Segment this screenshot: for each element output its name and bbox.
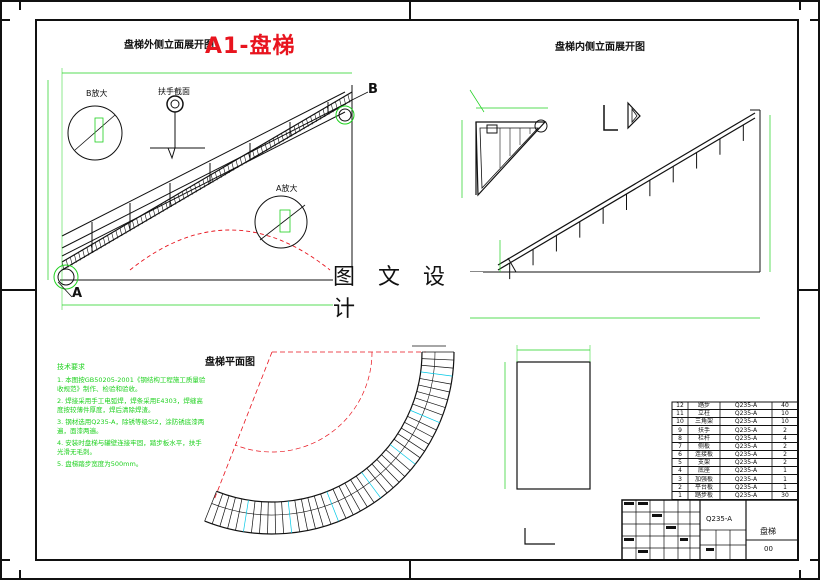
- table-cell-mat: Q235-A: [734, 442, 758, 450]
- table-cell-mat: Q235-A: [734, 483, 758, 491]
- table-cell-name: 踏步板: [694, 491, 713, 499]
- inner-elevation-view: [461, 89, 771, 319]
- table-cell-mat: Q235-A: [734, 418, 758, 426]
- notes-heading: 技术要求: [57, 363, 85, 371]
- table-cell-no: 1: [678, 491, 682, 499]
- table-cell-mat: Q235-A: [734, 491, 758, 499]
- table-cell-no: 11: [676, 410, 684, 418]
- table-cell-name: 三角架: [694, 418, 713, 426]
- inner-view-title: 盘梯内侧立面展开图: [555, 42, 645, 53]
- table-cell-name: 扶手: [697, 426, 710, 434]
- note-line: 1. 本图按GB50205-2001《钢结构工程施工质量验收规范》制作、检验和验…: [57, 376, 206, 393]
- side-plate-view: [504, 345, 591, 545]
- table-cell-qty: 1: [783, 467, 787, 475]
- table-cell-no: 10: [676, 418, 684, 426]
- table-cell-qty: 30: [781, 491, 789, 499]
- table-cell-name: 侧板: [697, 442, 710, 450]
- table-cell-no: 7: [678, 442, 682, 450]
- table-cell-no: 3: [678, 475, 682, 483]
- plan-view: [204, 345, 455, 535]
- label-b: B: [368, 82, 378, 97]
- watermark-text: 图 文 设 计: [333, 265, 483, 322]
- note-line: 4. 安装时盘梯与罐壁连接牢固，踏步板水平，扶手光滑无毛刺。: [57, 439, 202, 456]
- table-row: 2 平台板 Q235-A 1: [672, 484, 798, 492]
- title-block-material: Q235-A: [706, 515, 733, 523]
- table-cell-qty: 10: [781, 418, 789, 426]
- table-cell-mat: Q235-A: [734, 451, 758, 458]
- table-row: 5 支架 Q235-A 2: [672, 459, 798, 468]
- table-cell-no: 2: [678, 483, 682, 491]
- table-cell-mat: Q235-A: [734, 410, 758, 418]
- table-cell-qty: 2: [783, 442, 787, 450]
- table-row: 7 侧板 Q235-A 2: [672, 443, 798, 451]
- table-row: 10 三角架 Q235-A 10: [672, 418, 798, 427]
- table-cell-no: 12: [676, 402, 684, 409]
- table-cell-name: 加强板: [694, 475, 713, 483]
- table-row: 4 底座 Q235-A 1: [672, 467, 798, 476]
- outer-elevation-view: [47, 68, 369, 310]
- table-cell-mat: Q235-A: [734, 467, 758, 475]
- table-cell-qty: 1: [783, 475, 787, 483]
- rail-section-caption: 扶手截面: [158, 87, 190, 96]
- table-cell-qty: 40: [781, 402, 789, 409]
- table-cell-qty: 2: [783, 451, 787, 458]
- detail-b-caption: B放大: [86, 89, 108, 98]
- table-cell-no: 6: [678, 451, 682, 458]
- table-cell-mat: Q235-A: [734, 459, 758, 467]
- table-cell-qty: 2: [783, 426, 787, 434]
- table-cell-no: 5: [678, 459, 682, 467]
- table-cell-name: 踏步: [697, 402, 710, 409]
- drawing-main-title: A1-盘梯: [205, 34, 296, 59]
- table-cell-no: 4: [678, 467, 682, 475]
- table-cell-name: 连接板: [694, 451, 713, 458]
- outer-view-title: 盘梯外侧立面展开图: [124, 40, 214, 51]
- technical-notes: 技术要求 1. 本图按GB50205-2001《钢结构工程施工质量验收规范》制作…: [57, 362, 207, 472]
- table-cell-no: 8: [678, 434, 682, 442]
- label-a: A: [72, 286, 83, 301]
- table-cell-mat: Q235-A: [734, 434, 758, 442]
- table-row: 12 踏步 Q235-A 40: [672, 402, 798, 411]
- plan-view-title: 盘梯平面图: [205, 357, 255, 368]
- table-cell-mat: Q235-A: [734, 475, 758, 483]
- table-cell-qty: 4: [783, 434, 787, 442]
- table-cell-name: 立柱: [697, 410, 710, 418]
- table-row: 1 踏步板 Q235-A 30: [672, 492, 798, 500]
- detail-a-caption: A放大: [276, 184, 298, 193]
- title-block-name: 盘梯: [760, 527, 776, 536]
- table-row: 6 连接板 Q235-A 2: [672, 451, 798, 460]
- table-row: 11 立柱 Q235-A 10: [672, 410, 798, 419]
- table-cell-qty: 2: [783, 459, 787, 467]
- table-cell-name: 栏杆: [697, 434, 710, 442]
- note-line: 3. 钢材选用Q235-A，除锈等级St2，涂防锈底漆两遍，面漆两遍。: [57, 418, 205, 435]
- table-cell-qty: 1: [783, 483, 787, 491]
- table-cell-mat: Q235-A: [734, 426, 758, 434]
- table-cell-no: 9: [678, 426, 682, 434]
- table-cell-qty: 10: [781, 410, 789, 418]
- table-cell-mat: Q235-A: [734, 402, 758, 409]
- table-cell-name: 底座: [697, 467, 710, 475]
- title-block-scale: 00: [764, 545, 773, 553]
- table-row: 9 扶手 Q235-A 2: [672, 427, 798, 435]
- note-line: 5. 盘梯踏步宽度为500mm。: [57, 460, 143, 468]
- table-row: 8 栏杆 Q235-A 4: [672, 435, 798, 443]
- table-row: 3 加强板 Q235-A 1: [672, 476, 798, 484]
- table-cell-name: 平台板: [694, 483, 713, 491]
- table-cell-name: 支架: [697, 459, 710, 467]
- title-block: [621, 499, 799, 561]
- note-line: 2. 焊接采用手工电弧焊，焊条采用E4303，焊缝高度按较薄件厚度，焊后清除焊渣…: [57, 397, 203, 414]
